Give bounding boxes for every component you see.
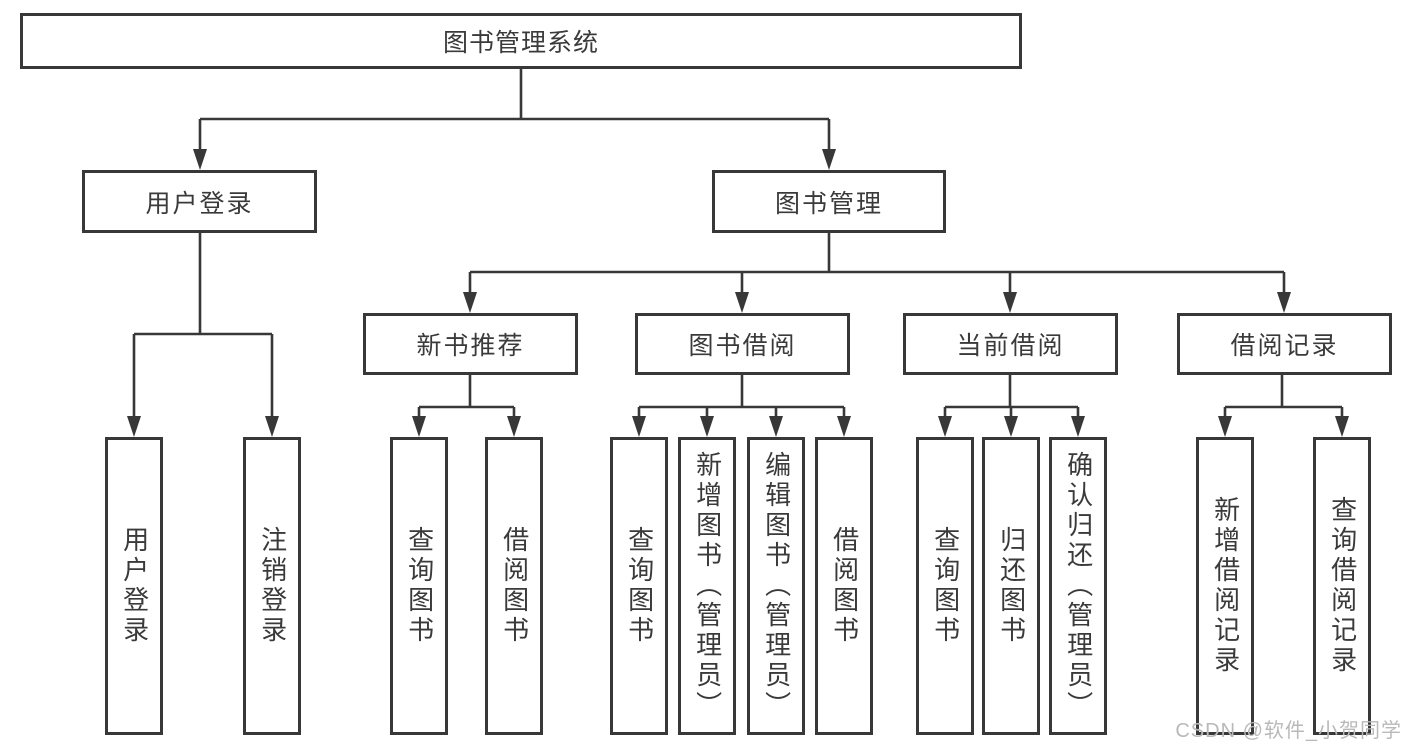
leaf-label: 新增图书（管理员） xyxy=(692,451,723,721)
leaf-label: 确认归还（管理员） xyxy=(1063,451,1094,721)
leaf-add-borrow-record: 新增借阅记录 xyxy=(1196,437,1254,735)
connector-book-management-to-level3 xyxy=(468,233,1286,295)
csdn-watermark: CSDN @软件_小贺同学 xyxy=(1175,720,1402,742)
leaf-user-login: 用户登录 xyxy=(105,437,163,735)
leaf-edit-books-admin: 编辑图书（管理员） xyxy=(747,437,805,735)
leaf-label: 查询图书 xyxy=(930,526,961,646)
leaf-label: 借阅图书 xyxy=(829,526,860,646)
leaf-label: 查询图书 xyxy=(404,526,435,646)
leaf-query-books-borrowing: 查询图书 xyxy=(610,437,668,735)
leaf-add-books-admin: 新增图书（管理员） xyxy=(678,437,736,735)
node-new-book-recommendation: 新书推荐 xyxy=(363,313,578,375)
leaf-logout: 注销登录 xyxy=(243,437,301,735)
node-library-management-system: 图书管理系统 xyxy=(20,13,1022,69)
node-book-borrowing: 图书借阅 xyxy=(635,313,850,375)
connector-user-login-to-leaves xyxy=(132,233,274,419)
leaf-label: 归还图书 xyxy=(996,526,1027,646)
node-book-management: 图书管理 xyxy=(712,170,946,233)
arrowheads xyxy=(127,149,1349,437)
leaf-label: 新增借阅记录 xyxy=(1210,496,1241,676)
leaf-label: 注销登录 xyxy=(257,526,288,646)
connector-level3-to-leaves xyxy=(417,375,1344,419)
leaf-borrow-books-recommend: 借阅图书 xyxy=(485,437,543,735)
leaf-label: 查询借阅记录 xyxy=(1327,496,1358,676)
leaf-query-books-current: 查询图书 xyxy=(916,437,974,735)
leaf-borrow-books: 借阅图书 xyxy=(815,437,873,735)
leaf-label: 查询图书 xyxy=(624,526,655,646)
leaf-confirm-return-admin: 确认归还（管理员） xyxy=(1049,437,1107,735)
leaf-query-borrow-record: 查询借阅记录 xyxy=(1313,437,1371,735)
leaf-label: 借阅图书 xyxy=(499,526,530,646)
leaf-query-books-recommend: 查询图书 xyxy=(390,437,448,735)
leaf-label: 用户登录 xyxy=(119,526,150,646)
node-borrowing-records: 借阅记录 xyxy=(1177,313,1392,375)
node-user-login: 用户登录 xyxy=(82,170,317,233)
leaf-return-books: 归还图书 xyxy=(982,437,1040,735)
node-current-borrowing: 当前借阅 xyxy=(903,313,1118,375)
connector-root-to-level2 xyxy=(198,69,831,152)
leaf-label: 编辑图书（管理员） xyxy=(761,451,792,721)
